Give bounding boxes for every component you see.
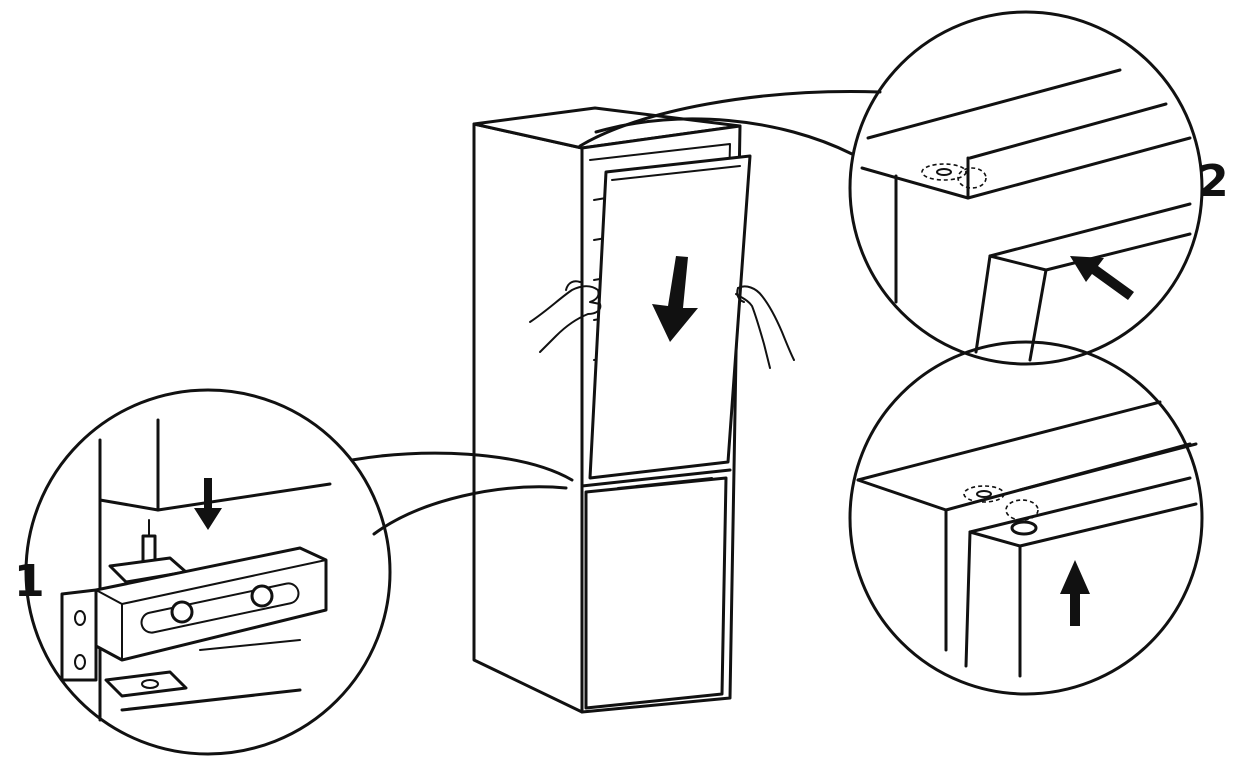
detail-circle-hinge: [24, 388, 392, 756]
detail-circle-door-bottom: [848, 340, 1204, 696]
step-label-2: 2: [1198, 156, 1229, 207]
left-hand-icon: [529, 280, 602, 353]
right-hand-icon: [735, 285, 795, 369]
callout-leader-top: [578, 90, 882, 156]
down-arrow-icon: [652, 256, 698, 342]
detail-circle-door-top: [848, 10, 1204, 366]
callout-leader-bottom: [350, 451, 574, 536]
step-label-1: 1: [14, 556, 45, 607]
